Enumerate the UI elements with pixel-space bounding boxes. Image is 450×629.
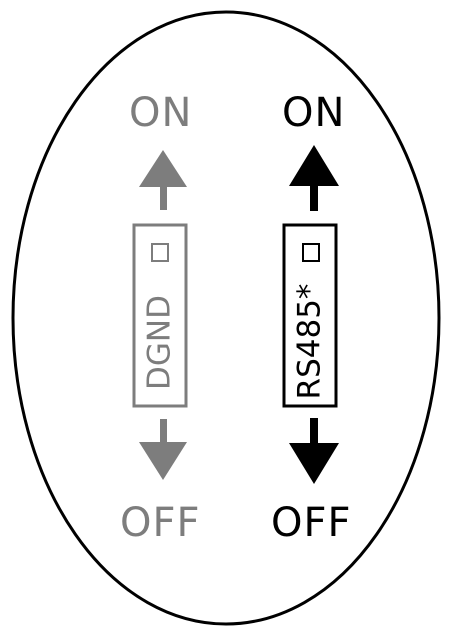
switch-dgnd bbox=[132, 150, 188, 480]
rs485-off-label: OFF bbox=[271, 500, 352, 546]
down-arrow-stem bbox=[310, 418, 318, 444]
dgnd-switch-label: DGND bbox=[141, 295, 178, 390]
oval-outline bbox=[11, 10, 441, 626]
down-arrow-icon bbox=[289, 443, 339, 484]
up-arrow-icon bbox=[289, 145, 339, 186]
dgnd-on-label: ON bbox=[129, 90, 193, 136]
rs485-switch-label: RS485* bbox=[291, 283, 328, 400]
switch-rs485 bbox=[282, 145, 339, 484]
down-arrow-icon bbox=[139, 442, 187, 480]
up-arrow-stem bbox=[160, 186, 167, 210]
up-arrow-icon bbox=[139, 150, 187, 187]
switch-actuator bbox=[302, 243, 320, 262]
dgnd-off-label: OFF bbox=[120, 500, 201, 546]
down-arrow-stem bbox=[160, 419, 167, 443]
rs485-on-label: ON bbox=[282, 90, 346, 136]
switch-actuator bbox=[151, 243, 169, 262]
up-arrow-stem bbox=[310, 185, 318, 211]
